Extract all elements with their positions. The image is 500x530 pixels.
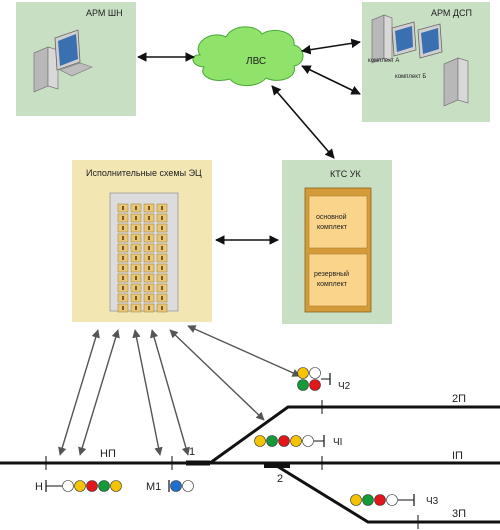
main-set-label-1: основной (316, 213, 347, 221)
relay-contact (161, 206, 163, 210)
relay-contact (148, 206, 150, 210)
switch-2-label: 2 (277, 473, 283, 485)
relay-contact (135, 286, 137, 290)
relay-contact (135, 296, 137, 300)
field-links (58, 325, 301, 456)
relay-contact (148, 286, 150, 290)
relay-contact (161, 296, 163, 300)
relay-contact (135, 226, 137, 230)
track-layout (0, 405, 500, 524)
signal-m1: М1 (146, 480, 194, 493)
relay-contact (161, 236, 163, 240)
signal-ch3: Ч3 (350, 494, 439, 507)
signal-ch2: Ч2 (297, 367, 351, 392)
lan-cloud: ЛВС (192, 26, 304, 87)
relay-contact (122, 216, 124, 220)
relay-contact (148, 256, 150, 260)
signal-ch2-label: Ч2 (338, 381, 351, 392)
relay-contact (148, 246, 150, 250)
signal-ch1: ЧI (254, 435, 342, 448)
relay-contact (161, 226, 163, 230)
komplekt-b-label: комплект Б (395, 74, 426, 80)
lan-label: ЛВС (246, 56, 266, 67)
insulating-joints (45, 400, 419, 529)
relay-contact (135, 216, 137, 220)
workstation-icon (33, 29, 93, 93)
relay-contact (135, 206, 137, 210)
relay-contact (122, 206, 124, 210)
arm-shn-box: АРМ ШН (16, 2, 136, 116)
relay-contact (122, 286, 124, 290)
track-2p-label: 2П (452, 393, 466, 405)
execution-circuits-label: Исполнительные схемы ЭЦ (86, 168, 202, 178)
track-np-label: НП (100, 448, 116, 460)
reserve-set-block (308, 253, 368, 307)
relay-contact (148, 226, 150, 230)
relay-panel (117, 203, 168, 313)
relay-contact (122, 306, 124, 310)
arm-dsp-label: АРМ ДСП (431, 8, 472, 18)
relay-contact (148, 296, 150, 300)
network-links (137, 38, 361, 245)
signal-n: Н (35, 480, 122, 493)
relay-contact (135, 276, 137, 280)
relay-contact (135, 306, 137, 310)
main-set-block (308, 195, 368, 249)
switch-1-label: 1 (189, 446, 195, 458)
relay-contact (148, 276, 150, 280)
relay-contact (122, 266, 124, 270)
relay-contact (135, 266, 137, 270)
arm-dsp-box: АРМ ДСП комплект А комплект Б (362, 2, 490, 122)
relay-contact (122, 276, 124, 280)
relay-contact (161, 246, 163, 250)
relay-contact (161, 306, 163, 310)
relay-contact (148, 236, 150, 240)
relay-contact (122, 246, 124, 250)
relay-contact (122, 226, 124, 230)
relay-contact (148, 306, 150, 310)
relay-contact (161, 266, 163, 270)
relay-contact (122, 256, 124, 260)
signal-ch1-label: ЧI (333, 437, 342, 448)
relay-contact (135, 236, 137, 240)
relay-contact (161, 276, 163, 280)
arm-shn-label: АРМ ШН (86, 8, 123, 18)
relay-contact (135, 256, 137, 260)
signal-ch3-label: Ч3 (426, 496, 439, 507)
relay-contact (161, 256, 163, 260)
reserve-set-label-1: резервный (314, 270, 349, 278)
relay-contact (122, 296, 124, 300)
execution-circuits-box: Исполнительные схемы ЭЦ (72, 160, 212, 322)
kts-uk-label: КТС УК (330, 169, 361, 179)
kts-uk-box: КТС УК основной комплект резервный компл… (282, 160, 392, 324)
track-1p-label: IП (452, 450, 463, 462)
relay-contact (122, 236, 124, 240)
relay-contact (161, 216, 163, 220)
signal-n-label: Н (35, 481, 43, 493)
relay-contact (161, 286, 163, 290)
workstation-icon (371, 14, 469, 107)
signal-m1-label: М1 (146, 481, 161, 493)
track-3p-label: 3П (452, 508, 466, 520)
relay-contact (148, 216, 150, 220)
relay-contact (135, 246, 137, 250)
komplekt-a-label: комплект А (368, 58, 399, 64)
main-set-label-2: комплект (317, 224, 348, 231)
relay-contact (148, 266, 150, 270)
reserve-set-label-2: комплект (317, 281, 348, 288)
